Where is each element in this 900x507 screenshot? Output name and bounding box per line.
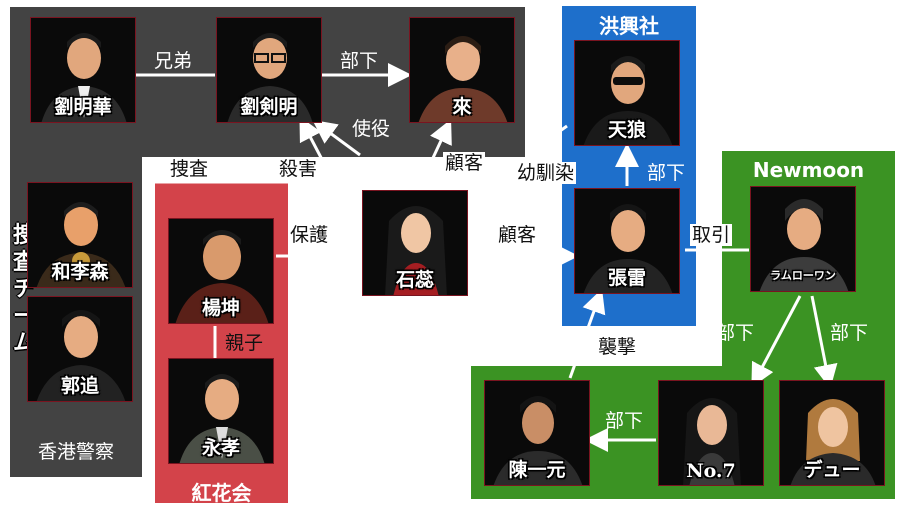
edge-label-subordinate-chan: 部下 [605,410,644,432]
portrait-silhouette [418,36,508,122]
edge-label-murder: 殺害 [277,158,320,180]
edge-label-investigate: 捜査 [168,158,211,180]
node-lau-kim-ming[interactable]: 劉剣明 [216,17,322,123]
node-lam-lo-wan[interactable]: ラムローワン [750,186,856,292]
portrait-silhouette [759,199,849,291]
node-label: 劉剣明 [240,96,298,118]
node-label: 楊坤 [201,297,240,319]
edge-label-protect: 保護 [288,224,331,246]
portrait-silhouette [36,310,126,401]
node-lau-ming-wah[interactable]: 劉明華 [30,17,136,123]
node-shek-tsui[interactable]: 石蕊 [362,190,468,296]
node-label: No.7 [686,460,736,482]
edge-label-parent-child: 親子 [225,332,264,354]
edge-murder [299,116,340,191]
node-kwok-chui[interactable]: 郭追 [27,296,133,402]
group-title-kouka: 紅花会 [191,481,252,505]
node-tin-long[interactable]: 天狼 [574,40,680,146]
portrait-silhouette [583,204,673,293]
edge-label-subordinate-lai: 部下 [340,50,379,72]
node-label: ラムローワン [770,269,836,282]
node-label: 張雷 [607,267,646,289]
node-no7[interactable]: No.7 [658,380,764,486]
group-title-kouko: 洪興社 [599,14,659,38]
edge-label-childhood: 幼馴染 [515,162,577,184]
edge-attack [568,288,606,379]
node-lai[interactable]: 來 [409,17,515,123]
node-label: 來 [452,96,472,118]
edge-label-subordinate-due: 部下 [830,322,869,344]
edge-use [312,119,361,157]
portrait-silhouette [36,202,126,287]
node-label: 天狼 [607,119,646,141]
node-due[interactable]: デュー [779,380,885,486]
edge-label-brothers: 兄弟 [154,50,193,72]
edge-label-deal: 取引 [690,224,733,246]
node-chan-yat-yuen[interactable]: 陳一元 [484,380,590,486]
node-label: 永孝 [201,437,240,459]
edge-label-subordinate-tinlong: 部下 [647,162,686,184]
node-label: 郭追 [60,375,99,397]
portrait-silhouette [583,56,673,145]
node-label: 陳一元 [508,459,566,481]
edge-subordinate-due [810,295,838,389]
edge-subordinate-no7 [751,295,802,388]
node-label: 石蕊 [395,269,434,291]
node-yeung-kwan[interactable]: 楊坤 [168,218,274,324]
portrait-silhouette [683,398,741,485]
node-label: 和李森 [51,261,109,283]
portrait-silhouette [493,396,583,485]
edge-client-lai [430,119,452,161]
edge-label-use: 使役 [352,118,391,140]
edge-label-attack: 襲撃 [596,336,639,358]
portrait-silhouette [175,230,269,323]
node-wo-lee-sam[interactable]: 和李森 [27,182,133,288]
edge-label-subordinate-no7: 部下 [716,322,755,344]
edge-label-client-lai: 顧客 [443,152,486,174]
group-title-police: 香港警察 [37,441,114,463]
group-title-newmoon: Newmoon [752,158,865,182]
portrait-silhouette [385,206,447,295]
node-label: デュー [803,459,861,481]
portrait-silhouette [179,374,265,463]
edge-label-client-cheung: 顧客 [496,224,539,246]
portrait-silhouette [790,399,876,485]
portrait-silhouette [41,33,127,122]
node-cheung-lui[interactable]: 張雷 [574,188,680,294]
portrait-silhouette [227,33,313,122]
node-wing-hau[interactable]: 永孝 [168,358,274,464]
edge-childhood [525,124,568,157]
node-label: 劉明華 [54,96,112,118]
